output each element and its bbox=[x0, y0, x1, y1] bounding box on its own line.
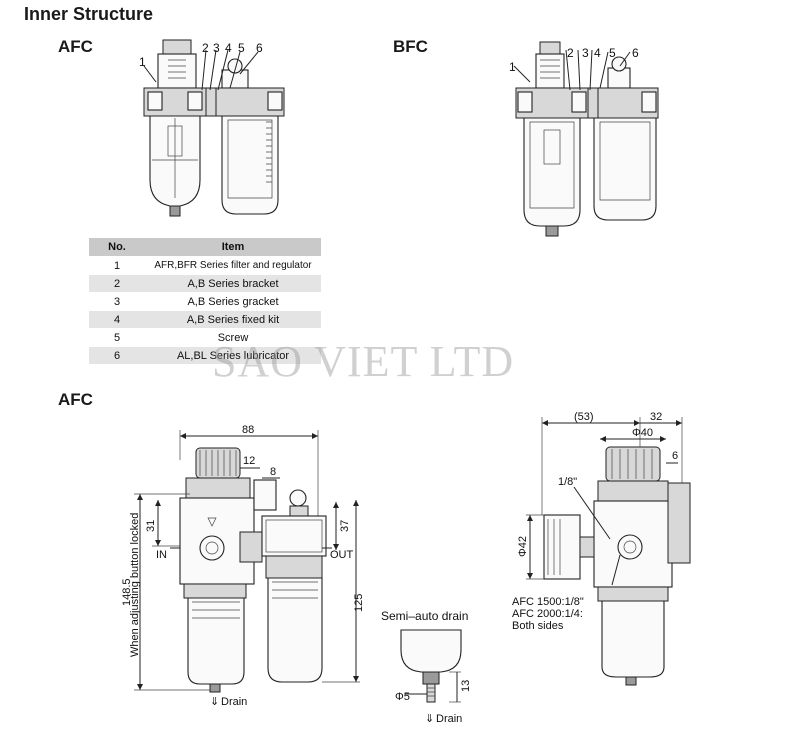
semi-drain-arrow: ⇓ bbox=[425, 713, 434, 725]
dim-31: 31 bbox=[145, 520, 157, 532]
afc-callout-6: 6 bbox=[256, 41, 263, 55]
dim-125: 125 bbox=[353, 594, 365, 612]
row-item: Screw bbox=[145, 328, 321, 347]
dim-37: 37 bbox=[339, 520, 351, 532]
dim-6: 6 bbox=[672, 450, 678, 462]
port-note-sides: Both sides bbox=[512, 620, 564, 632]
dimensions-title: AFC bbox=[58, 390, 93, 409]
row-no: 1 bbox=[89, 256, 145, 275]
bfc-callout-2: 2 bbox=[567, 46, 574, 60]
semi-drain-label: Drain bbox=[436, 713, 462, 725]
in-label: IN bbox=[156, 549, 167, 561]
dim-8: 8 bbox=[270, 466, 276, 478]
bfc-callout-5: 5 bbox=[609, 46, 616, 60]
afc-callout-1: 1 bbox=[139, 55, 146, 69]
table-row: 4 A,B Series fixed kit bbox=[89, 310, 321, 329]
afc-front-dimension-drawing: 88 12 8 31 37 125 148.5 When adjusting b… bbox=[121, 424, 365, 708]
watermark: SAO VIET LTD bbox=[212, 337, 515, 386]
dim-width: 88 bbox=[242, 424, 254, 436]
column-header-item: Item bbox=[145, 238, 321, 257]
parts-table-header: No. Item bbox=[89, 238, 321, 257]
table-row: 2 A,B Series bracket bbox=[89, 274, 321, 293]
table-row: 3 A,B Series gracket bbox=[89, 292, 321, 311]
semi-auto-drain-drawing: Semi–auto drain 13 Φ5 ⇓ Drain bbox=[381, 609, 472, 725]
afc-callout-3: 3 bbox=[213, 41, 220, 55]
afc-inner-structure-drawing bbox=[143, 39, 285, 217]
row-no: 2 bbox=[89, 274, 145, 293]
row-item: A,B Series fixed kit bbox=[145, 310, 321, 329]
afc-callout-4: 4 bbox=[225, 41, 232, 55]
afc-side-dimension-drawing: (53) 32 Φ40 6 Φ42 1/8" AFC 1500:1/8" AFC… bbox=[512, 411, 691, 686]
semi-dim-13: 13 bbox=[460, 680, 472, 692]
bfc-inner-structure-drawing bbox=[513, 41, 659, 237]
port-size: 1/8" bbox=[558, 476, 577, 488]
drain-label: Drain bbox=[221, 696, 247, 708]
page-title: Inner Structure bbox=[24, 4, 154, 24]
table-row: 6 AL,BL Series lubricator bbox=[89, 346, 321, 365]
afc-structure-label: AFC bbox=[58, 37, 93, 56]
row-item: A,B Series gracket bbox=[145, 292, 321, 311]
row-no: 5 bbox=[89, 328, 145, 347]
bfc-callout-3: 3 bbox=[582, 46, 589, 60]
out-label: OUT bbox=[330, 549, 354, 561]
dim-phi42: Φ42 bbox=[517, 536, 529, 557]
bfc-callout-4: 4 bbox=[594, 46, 601, 60]
dim-height: 148.5 bbox=[121, 578, 133, 606]
column-header-no: No. bbox=[89, 238, 145, 257]
dim-height-note: When adjusting button locked bbox=[129, 513, 141, 657]
row-item: AL,BL Series lubricator bbox=[145, 346, 321, 365]
parts-table: No. Item 1 AFR,BFR Series filter and reg… bbox=[89, 238, 321, 365]
drain-arrow: ⇓ bbox=[210, 696, 219, 708]
afc-callout-5: 5 bbox=[238, 41, 245, 55]
dim-phi40: Φ40 bbox=[632, 427, 653, 439]
afc-callout-2: 2 bbox=[202, 41, 209, 55]
bfc-structure-label: BFC bbox=[393, 37, 428, 56]
row-no: 4 bbox=[89, 310, 145, 329]
port-note-2000: AFC 2000:1/4: bbox=[512, 608, 583, 620]
semi-auto-title: Semi–auto drain bbox=[381, 609, 468, 623]
table-row: 5 Screw bbox=[89, 328, 321, 347]
semi-dim-5: Φ5 bbox=[395, 691, 410, 703]
row-no: 6 bbox=[89, 346, 145, 365]
bfc-callout-6: 6 bbox=[632, 46, 639, 60]
row-item: AFR,BFR Series filter and regulator bbox=[145, 256, 321, 275]
dim-53: (53) bbox=[574, 411, 594, 423]
dim-32: 32 bbox=[650, 411, 662, 423]
bfc-callout-1: 1 bbox=[509, 60, 516, 74]
row-no: 3 bbox=[89, 292, 145, 311]
table-row: 1 AFR,BFR Series filter and regulator bbox=[89, 256, 321, 275]
port-note-1500: AFC 1500:1/8" bbox=[512, 596, 584, 608]
dim-12: 12 bbox=[243, 455, 255, 467]
row-item: A,B Series bracket bbox=[145, 274, 321, 293]
